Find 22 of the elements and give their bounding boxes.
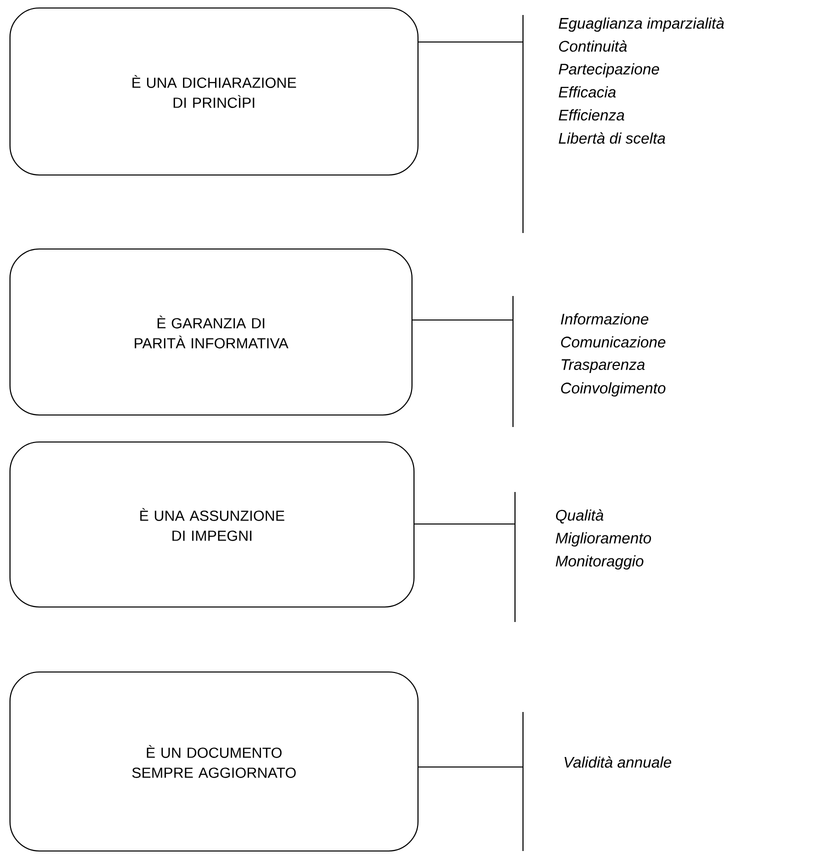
connector-line: [418, 766, 522, 768]
text-box: È GARANZIA DI PARITÀ INFORMATIVA: [9, 248, 413, 416]
text-box: È UNA ASSUNZIONE DI IMPEGNI: [9, 441, 415, 608]
connector-line: [418, 41, 522, 43]
term: Libertà di scelta: [558, 132, 666, 144]
term: Miglioramento: [556, 532, 652, 547]
term: Efficienza: [558, 109, 624, 121]
term: Coinvolgimento: [561, 382, 666, 397]
term: Informazione: [560, 313, 648, 325]
term: Trasparenza: [562, 359, 645, 373]
term: Continuità: [559, 40, 627, 52]
connector-line: [414, 523, 514, 525]
term: Efficacia: [558, 86, 616, 98]
term: Validità annuale: [564, 756, 672, 768]
connector-line: [412, 319, 512, 321]
term: Eguaglianza imparzialità: [558, 17, 724, 32]
term: Monitoraggio: [556, 555, 644, 570]
text-box: È UNA DICHIARAZIONE DI PRINCÌPI: [9, 7, 419, 176]
text-box: È UN DOCUMENTO SEMPRE AGGIORNATO: [9, 671, 419, 852]
term: Partecipazione: [558, 63, 660, 78]
term: Qualità: [556, 509, 604, 524]
term: Comunicazione: [561, 336, 666, 348]
